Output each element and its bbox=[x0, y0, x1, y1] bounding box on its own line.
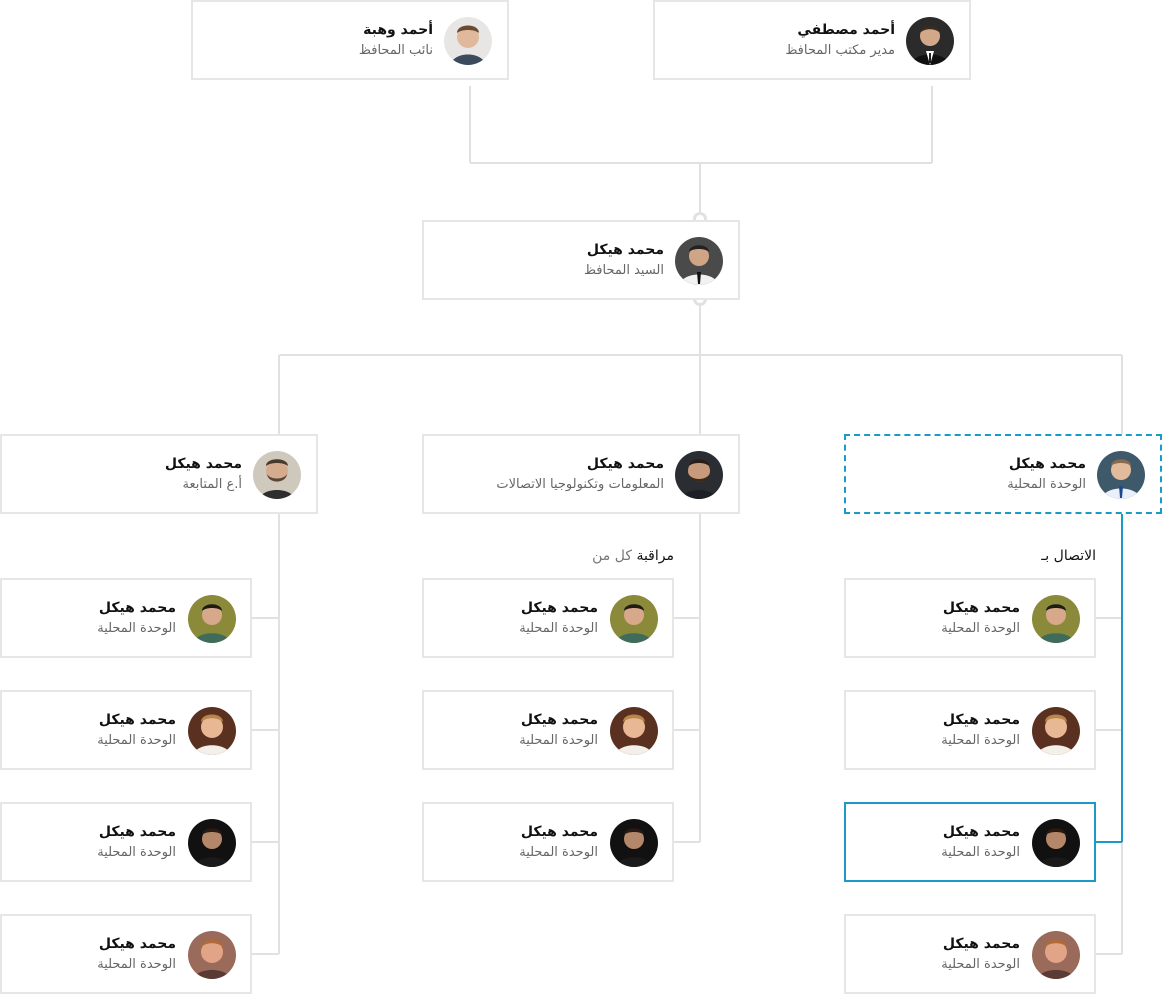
young-man-avatar-icon bbox=[444, 17, 492, 65]
member-card[interactable]: محمد هيكل الوحدة المحلية bbox=[844, 914, 1096, 994]
member-card[interactable]: محمد هيكل الوحدة المحلية bbox=[0, 914, 252, 994]
member-card[interactable]: محمد هيكل الوحدة المحلية bbox=[0, 690, 252, 770]
blond-man-avatar-icon bbox=[188, 707, 236, 755]
member-role: الوحدة المحلية bbox=[519, 845, 598, 860]
member-name: محمد هيكل bbox=[520, 712, 598, 728]
member-card[interactable]: محمد هيكل الوحدة المحلية bbox=[422, 690, 674, 770]
man-tie-avatar-icon bbox=[675, 237, 723, 285]
member-name: محمد هيكل bbox=[98, 936, 176, 952]
department-card-it[interactable]: محمد هيكل المعلومات وتكنولوجيا الاتصالات bbox=[422, 434, 740, 514]
member-card[interactable]: محمد هيكل الوحدة المحلية bbox=[422, 802, 674, 882]
dark-man-avatar-icon bbox=[188, 819, 236, 867]
blond-man-avatar-icon bbox=[1032, 707, 1080, 755]
middle-column-label-a: مراقبة bbox=[636, 548, 674, 564]
member-name: محمد هيكل bbox=[942, 936, 1020, 952]
department-role: المعلومات وتكنولوجيا الاتصالات bbox=[496, 477, 664, 492]
man-glasses-avatar-icon bbox=[253, 451, 301, 499]
member-card-selected[interactable]: محمد هيكل الوحدة المحلية bbox=[844, 802, 1096, 882]
member-card[interactable]: محمد هيكل الوحدة المحلية bbox=[844, 690, 1096, 770]
member-name: محمد هيكل bbox=[942, 600, 1020, 616]
member-role: الوحدة المحلية bbox=[519, 733, 598, 748]
member-role: الوحدة المحلية bbox=[97, 733, 176, 748]
department-name: محمد هيكل bbox=[164, 456, 242, 472]
member-name: محمد هيكل bbox=[942, 824, 1020, 840]
member-name: محمد هيكل bbox=[520, 824, 598, 840]
leader-card-office-director[interactable]: أحمد مصطفي مدير مكتب المحافظ bbox=[653, 0, 971, 80]
middle-column-label: مراقبة كل من bbox=[592, 548, 674, 564]
member-role: الوحدة المحلية bbox=[519, 621, 598, 636]
department-role: أ.ع المتابعة bbox=[182, 477, 242, 492]
member-role: الوحدة المحلية bbox=[941, 621, 1020, 636]
member-role: الوحدة المحلية bbox=[97, 845, 176, 860]
man-shirt-avatar-icon bbox=[1097, 451, 1145, 499]
department-card-local-unit[interactable]: محمد هيكل الوحدة المحلية bbox=[844, 434, 1162, 514]
member-name: محمد هيكل bbox=[520, 600, 598, 616]
leader-role: نائب المحافظ bbox=[358, 43, 433, 58]
member-card[interactable]: محمد هيكل الوحدة المحلية bbox=[844, 578, 1096, 658]
department-name: محمد هيكل bbox=[1008, 456, 1086, 472]
member-role: الوحدة المحلية bbox=[97, 957, 176, 972]
member-name: محمد هيكل bbox=[98, 824, 176, 840]
smiling-man-avatar-icon bbox=[610, 595, 658, 643]
member-name: محمد هيكل bbox=[98, 600, 176, 616]
department-name: محمد هيكل bbox=[586, 456, 664, 472]
leader-role: مدير مكتب المحافظ bbox=[785, 43, 895, 58]
leader-name: أحمد مصطفي bbox=[797, 22, 895, 38]
dark-man-avatar-icon bbox=[1032, 819, 1080, 867]
redhead-man-avatar-icon bbox=[1032, 931, 1080, 979]
right-column-label: الاتصال بـ bbox=[1041, 548, 1096, 564]
department-card-followup[interactable]: محمد هيكل أ.ع المتابعة bbox=[0, 434, 318, 514]
governor-role: السيد المحافظ bbox=[583, 263, 664, 278]
leader-name: أحمد وهبة bbox=[363, 22, 433, 38]
leader-card-deputy-governor[interactable]: أحمد وهبة نائب المحافظ bbox=[191, 0, 509, 80]
blond-man-avatar-icon bbox=[610, 707, 658, 755]
governor-name: محمد هيكل bbox=[586, 242, 664, 258]
member-card[interactable]: محمد هيكل الوحدة المحلية bbox=[422, 578, 674, 658]
member-name: محمد هيكل bbox=[942, 712, 1020, 728]
redhead-man-avatar-icon bbox=[188, 931, 236, 979]
member-role: الوحدة المحلية bbox=[941, 957, 1020, 972]
member-card[interactable]: محمد هيكل الوحدة المحلية bbox=[0, 802, 252, 882]
member-role: الوحدة المحلية bbox=[941, 845, 1020, 860]
smiling-man-avatar-icon bbox=[1032, 595, 1080, 643]
man-suit-avatar-icon bbox=[906, 17, 954, 65]
middle-column-label-b: كل من bbox=[592, 548, 632, 564]
smiling-man-avatar-icon bbox=[188, 595, 236, 643]
governor-card[interactable]: محمد هيكل السيد المحافظ bbox=[422, 220, 740, 300]
member-role: الوحدة المحلية bbox=[941, 733, 1020, 748]
member-role: الوحدة المحلية bbox=[97, 621, 176, 636]
bearded-man-avatar-icon bbox=[675, 451, 723, 499]
department-role: الوحدة المحلية bbox=[1007, 477, 1086, 492]
dark-man-avatar-icon bbox=[610, 819, 658, 867]
member-name: محمد هيكل bbox=[98, 712, 176, 728]
member-card[interactable]: محمد هيكل الوحدة المحلية bbox=[0, 578, 252, 658]
